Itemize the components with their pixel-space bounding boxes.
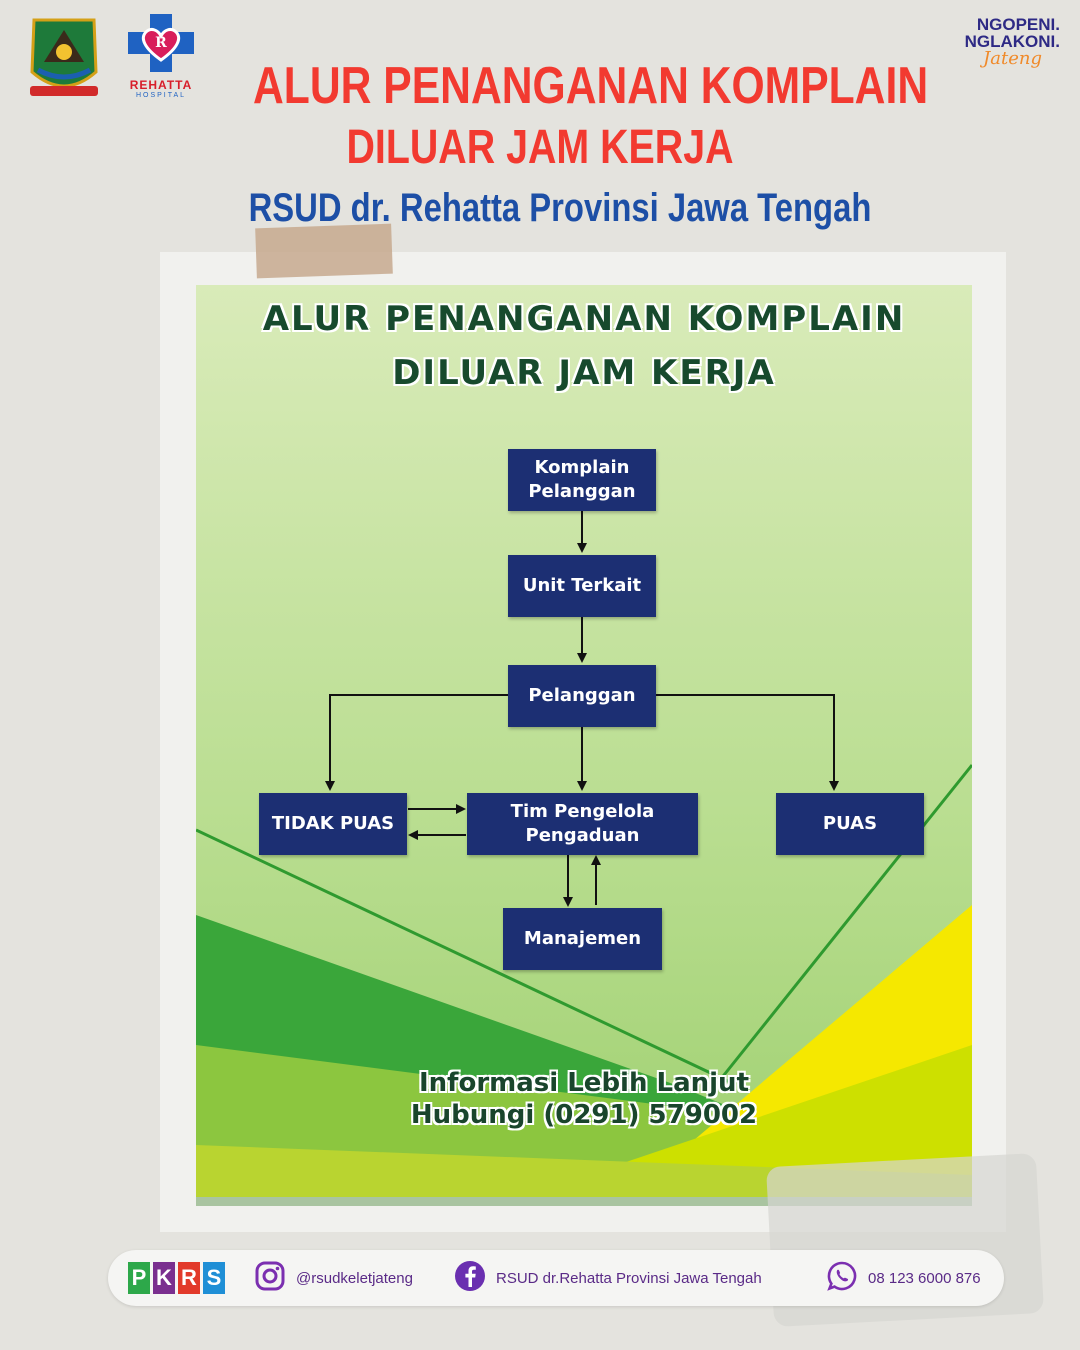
footer-info-line: Informasi Lebih Lanjut [418,1068,749,1098]
svg-text:R: R [155,35,167,51]
poster-footer-note: Informasi Lebih Lanjut Hubungi (0291) 57… [196,1067,972,1131]
poster-heading-line-2: DILUAR JAM KERJA [392,353,776,393]
brand-line-2: NGLAKONI. [964,32,1060,51]
whatsapp-icon [826,1260,858,1296]
brand-line-3: Jateng [983,48,1042,69]
pkrs-logo: P K R S [128,1262,225,1294]
pkrs-letter-k: K [153,1262,175,1294]
poster-background [196,285,972,1206]
pkrs-letter-p: P [128,1262,150,1294]
whatsapp-contact[interactable]: 08 123 6000 876 [826,1260,981,1296]
node-komplain-line-1: Komplain [534,457,630,478]
page-title-line-2: DILUAR JAM KERJA [346,121,734,174]
node-pelanggan: Pelanggan [508,665,656,727]
pkrs-letter-s: S [203,1262,225,1294]
poster-heading-line-1: ALUR PENANGANAN KOMPLAIN [262,299,906,339]
brand-line-1: NGOPENI. [976,15,1060,34]
instagram-contact[interactable]: @rsudkeletjateng [254,1260,413,1296]
flowchart-poster: ALUR PENANGANAN KOMPLAIN DILUAR JAM KERJ… [196,285,972,1206]
node-komplain-pelanggan: Komplain Pelanggan [508,449,656,511]
page-title-line-1: ALUR PENANGANAN KOMPLAIN [253,57,929,115]
node-tidak-puas: TIDAK PUAS [259,793,407,855]
jawa-tengah-emblem-icon [24,12,104,104]
node-puas: PUAS [776,793,924,855]
facebook-page-name: RSUD dr.Rehatta Provinsi Jawa Tengah [496,1269,762,1287]
pkrs-letter-r: R [178,1262,200,1294]
node-tim-pengelola-pengaduan: Tim Pengelola Pengaduan [467,793,698,855]
node-tim-line-1: Tim Pengelola [510,801,655,822]
instagram-icon [254,1260,286,1296]
rehatta-logo-sub: HOSPITAL [135,92,187,99]
flowchart-connectors [325,511,839,907]
facebook-contact[interactable]: RSUD dr.Rehatta Provinsi Jawa Tengah [454,1260,762,1296]
rehatta-hospital-logo: R REHATTA HOSPITAL [124,12,198,104]
node-manajemen: Manajemen [503,908,662,970]
tape-decoration [255,223,393,279]
rehatta-logo-name: REHATTA [129,78,193,92]
whatsapp-number: 08 123 6000 876 [868,1269,981,1287]
page-subtitle: RSUD dr. Rehatta Provinsi Jawa Tengah [248,186,872,230]
node-tim-line-2: Pengaduan [525,825,640,846]
facebook-icon [454,1260,486,1296]
footer-phone-line: Hubungi (0291) 579002 [410,1100,758,1130]
node-unit-terkait: Unit Terkait [508,555,656,617]
ngopeni-nglakoni-brand: NGOPENI. NGLAKONI. Jateng [940,15,1060,69]
node-komplain-line-2: Pelanggan [528,481,636,502]
instagram-handle: @rsudkeletjateng [296,1269,413,1287]
